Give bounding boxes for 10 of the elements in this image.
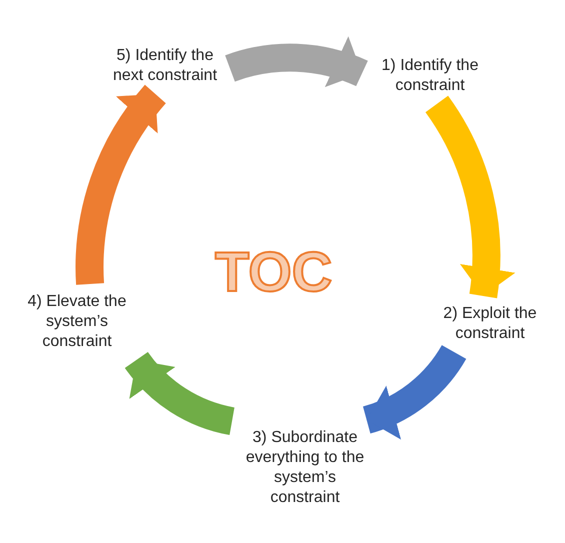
step-label: 2) Exploit the constraint: [442, 304, 538, 344]
center-title: TOC: [215, 240, 332, 304]
curved-arrow: [76, 85, 166, 284]
curved-arrow: [425, 96, 514, 298]
curved-arrow: [226, 37, 368, 90]
step-label: 4) Elevate the system’s constraint: [26, 292, 128, 352]
curved-arrow: [362, 344, 466, 438]
step-label: 1) Identify the constraint: [380, 56, 480, 96]
step-label: 5) Identify the next constraint: [112, 46, 218, 86]
step-label: 3) Subordinate everything to the system’s constraint: [244, 428, 366, 508]
